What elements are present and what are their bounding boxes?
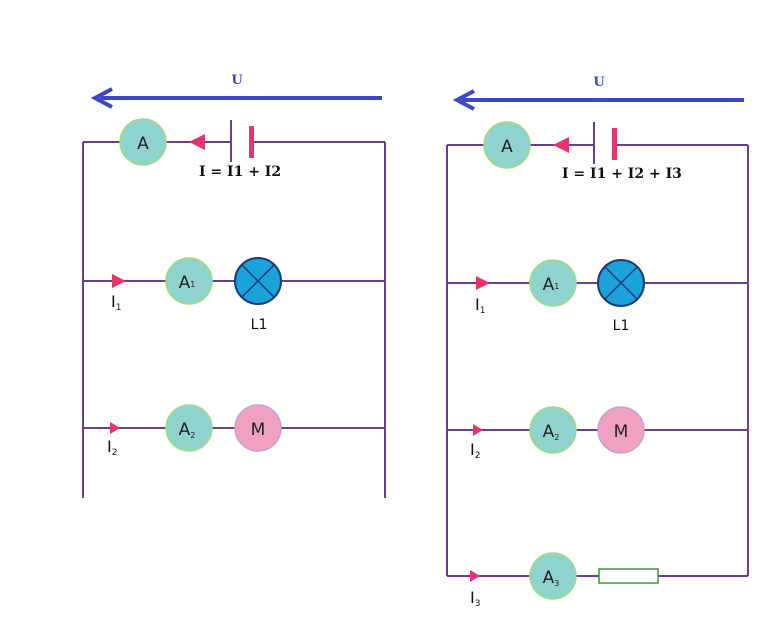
left-ammeter-a2-label: A bbox=[179, 420, 191, 440]
right-ammeter-a1-sub: 1 bbox=[554, 282, 559, 291]
right-ammeter-a2: A2 bbox=[529, 406, 577, 454]
svg-text:I2: I2 bbox=[470, 440, 480, 461]
right-wires bbox=[446, 144, 749, 577]
right-battery-icon bbox=[593, 122, 617, 164]
right-branch2-current-sub: 2 bbox=[475, 451, 481, 461]
left-total-current-formula: I = I1 + I2 bbox=[199, 164, 281, 180]
left-motor-label: M bbox=[251, 420, 266, 440]
left-wires bbox=[82, 141, 386, 498]
left-voltage-arrow bbox=[90, 87, 382, 109]
left-ammeter-a2: A2 bbox=[165, 404, 213, 452]
right-voltage-label: U bbox=[593, 75, 605, 90]
svg-text:I3: I3 bbox=[470, 588, 480, 609]
right-ammeter-a3-label: A bbox=[543, 568, 555, 588]
right-branch1-current-sub: 1 bbox=[480, 306, 486, 316]
left-motor-icon: M bbox=[234, 404, 282, 452]
svg-text:I2: I2 bbox=[107, 437, 117, 458]
left-lamp-icon bbox=[234, 257, 282, 305]
left-branch1-current-sub: 1 bbox=[116, 303, 122, 313]
right-ammeter-a2-sub: 2 bbox=[554, 433, 559, 442]
right-ammeter-a1-label: A bbox=[543, 275, 555, 295]
right-main-current-arrow-icon bbox=[553, 137, 569, 153]
right-lamp-icon bbox=[597, 259, 645, 307]
svg-text:A2: A2 bbox=[179, 420, 196, 440]
right-motor-label: M bbox=[614, 422, 629, 442]
left-branch2-current-sub: 2 bbox=[112, 448, 118, 458]
right-main-ammeter-label: A bbox=[501, 137, 513, 157]
left-circuit: U A I = I1 + I2 bbox=[82, 73, 386, 498]
left-main-ammeter-label: A bbox=[137, 134, 149, 154]
left-branch1-current-label: I bbox=[111, 292, 116, 311]
right-ammeter-a3-sub: 3 bbox=[554, 579, 559, 588]
left-ammeter-a2-sub: 2 bbox=[190, 431, 195, 440]
right-circuit: U A I = I1 + I2 + I3 bbox=[446, 75, 749, 609]
right-ammeter-a1: A1 bbox=[529, 259, 577, 307]
right-branch2-current-label: I bbox=[470, 440, 475, 459]
left-ammeter-a1-sub: 1 bbox=[190, 280, 195, 289]
right-branch1-current-arrow-icon bbox=[476, 276, 490, 290]
right-branch3-current-arrow-icon bbox=[470, 570, 480, 582]
right-branch3-current-label: I bbox=[470, 588, 475, 607]
right-total-current-formula: I = I1 + I2 + I3 bbox=[562, 166, 682, 182]
right-motor-icon: M bbox=[597, 406, 645, 454]
svg-text:A1: A1 bbox=[543, 275, 560, 295]
left-ammeter-a1: A1 bbox=[165, 257, 213, 305]
left-voltage-label: U bbox=[231, 73, 243, 88]
left-branch2-current-label: I bbox=[107, 437, 112, 456]
left-battery-icon bbox=[230, 120, 254, 162]
left-lamp-label: L1 bbox=[251, 317, 268, 333]
right-lamp-label: L1 bbox=[613, 318, 630, 334]
right-ammeter-a2-label: A bbox=[543, 422, 555, 442]
right-branch1-current-label: I bbox=[475, 295, 480, 314]
right-branch2-current-arrow-icon bbox=[473, 424, 483, 436]
left-branch1-current-arrow-icon bbox=[112, 274, 126, 288]
left-branch2-current-arrow-icon bbox=[110, 422, 120, 434]
svg-text:A1: A1 bbox=[179, 273, 196, 293]
svg-text:I1: I1 bbox=[111, 292, 121, 313]
right-resistor-icon bbox=[598, 568, 659, 584]
right-voltage-arrow bbox=[452, 89, 744, 111]
svg-text:A3: A3 bbox=[543, 568, 560, 588]
left-main-ammeter: A bbox=[119, 118, 167, 166]
left-main-current-arrow-icon bbox=[189, 134, 205, 150]
right-branch3-current-sub: 3 bbox=[475, 599, 481, 609]
right-ammeter-a3: A3 bbox=[529, 552, 577, 600]
svg-text:I1: I1 bbox=[475, 295, 485, 316]
svg-text:A2: A2 bbox=[543, 422, 560, 442]
right-main-ammeter: A bbox=[483, 121, 531, 169]
left-ammeter-a1-label: A bbox=[179, 273, 191, 293]
